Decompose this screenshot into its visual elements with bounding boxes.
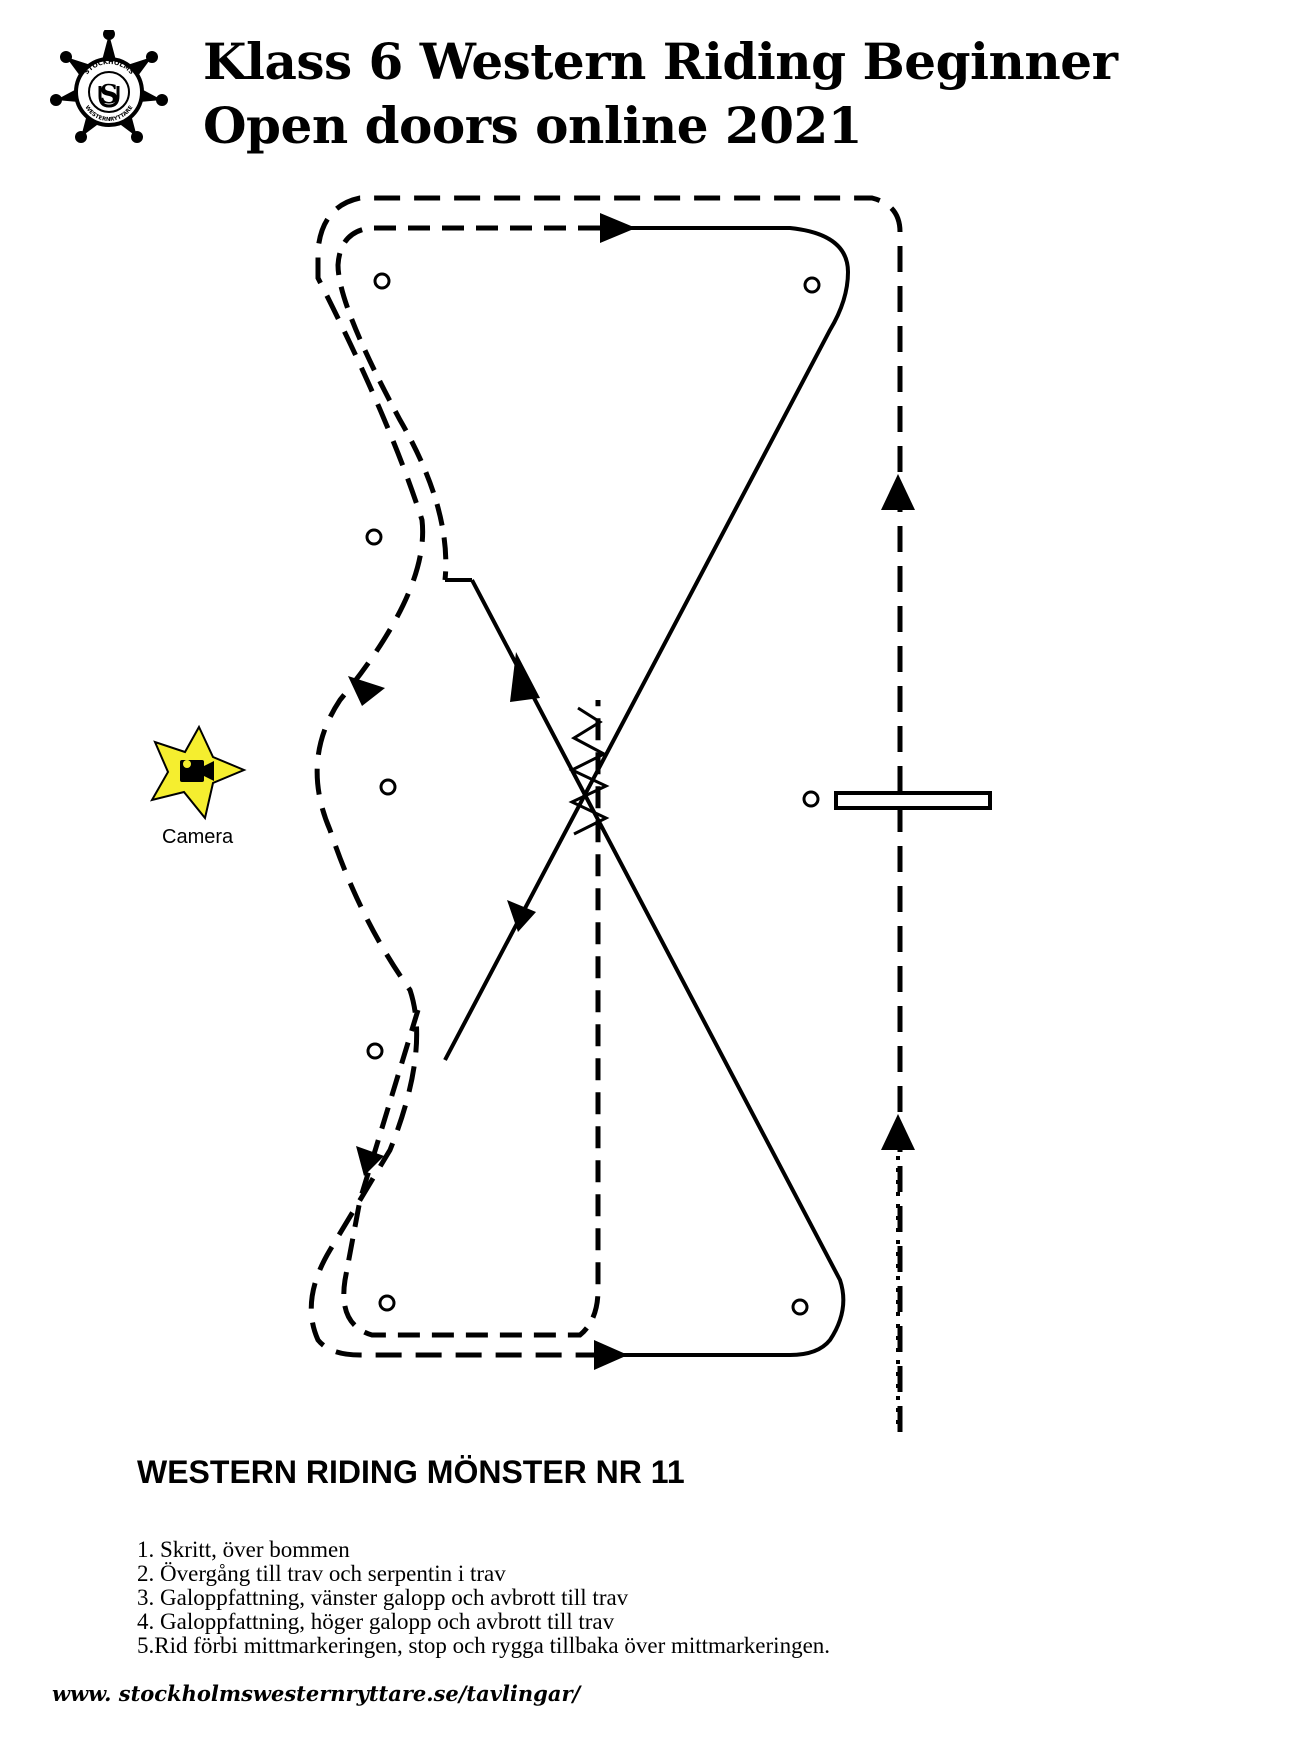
instruction-item: 2. Övergång till trav och serpentin i tr… [137,1561,506,1586]
camera-label: Camera [162,826,234,848]
marker-cone-icon [373,272,391,290]
arrow-down-left-upper [348,676,385,706]
instructions-list: 1. Skritt, över bommen 2. Övergång till … [137,1538,830,1658]
lope-line-top [443,226,851,1061]
marker-cone-icon [803,276,821,294]
arrow-diagonal-up [510,652,540,702]
footer-url-link[interactable]: www. stockholmswesternryttare.se/tavling… [52,1681,581,1706]
ground-pole-icon [834,791,992,810]
camera-icon [180,760,214,782]
arrow-up-right-lower [881,1114,915,1150]
pattern-heading: WESTERN RIDING MÖNSTER NR 11 [137,1454,685,1490]
instruction-item: 3. Galoppfattning, vänster galopp och av… [137,1585,629,1610]
svg-text:S: S [100,80,119,110]
instruction-item: 1. Skritt, över bommen [137,1537,350,1562]
marker-cone-icon [791,1298,809,1316]
inner-dashed-path-bottom [341,700,601,1338]
marker-cone-icon [802,790,820,808]
title-line-class: Klass 6 Western Riding Beginner [203,32,1118,91]
lope-line-diagonal [470,579,846,1357]
marker-cone-icon [379,778,397,796]
club-logo: S STOCKHOLMS WESTERNRYTTARE [50,30,168,143]
marker-cone-icon [366,1042,384,1060]
sheriff-star-badge-icon: S STOCKHOLMS WESTERNRYTTARE [50,30,168,143]
arrow-right-top [600,213,636,243]
instruction-item: 4. Galoppfattning, höger galopp och avbr… [137,1609,615,1634]
arrow-up-right [881,474,915,510]
center-zigzag [568,706,610,836]
arrow-right-bottom [594,1340,628,1370]
arrow-down-left-lower [356,1146,384,1176]
riding-pattern-diagram [149,195,992,1432]
marker-cone-icon [378,1294,396,1312]
title-line-event: Open doors online 2021 [203,96,863,155]
marker-cone-icon [365,528,383,546]
camera-position-star [149,724,247,821]
page-title: Klass 6 Western Riding Beginner Open doo… [203,30,1118,158]
instruction-item: 5.Rid förbi mittmarkeringen, stop och ry… [137,1633,831,1658]
inner-dashed-path [335,225,600,581]
arrow-diagonal-down [507,900,536,932]
outer-dashed-path [308,195,903,1432]
